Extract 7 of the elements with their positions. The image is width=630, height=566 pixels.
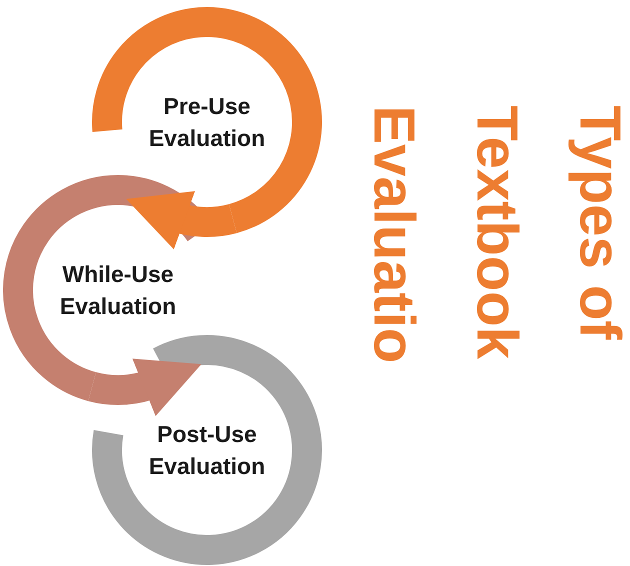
node-label: Pre-Use Evaluation — [148, 92, 266, 153]
title: Types of Textbook Evaluatio — [360, 106, 630, 366]
node-label: Post-Use Evaluation — [148, 420, 266, 481]
node-label: While-Use Evaluation — [58, 260, 178, 321]
arrow — [89, 357, 203, 416]
ring-node — [90, 333, 324, 566]
arrow — [125, 190, 236, 250]
